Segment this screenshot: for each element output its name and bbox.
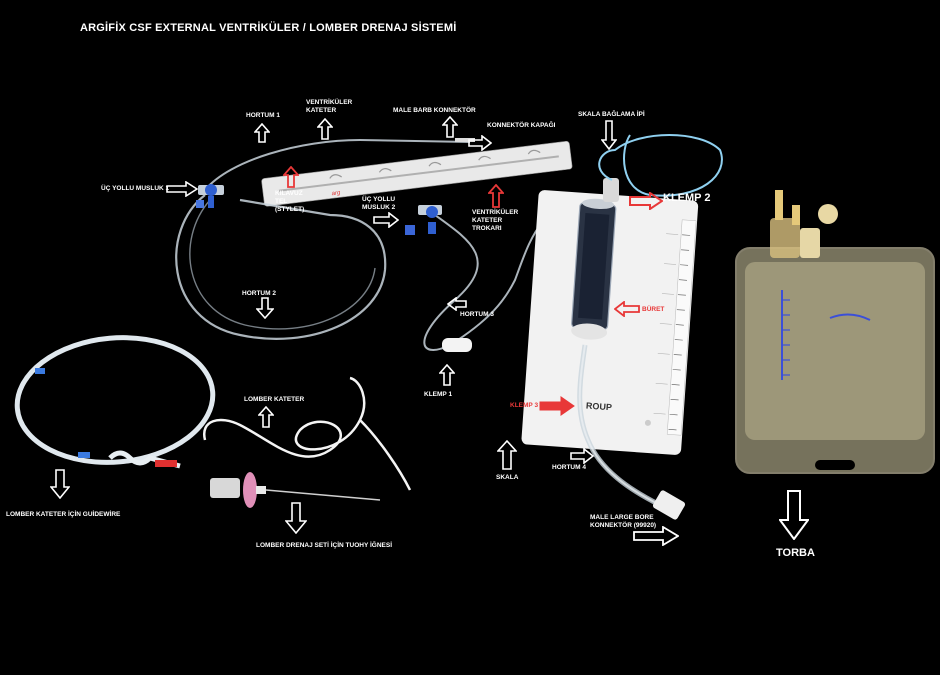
- three-way-stopcock-1: [196, 184, 224, 208]
- arrow-left-red-icon: [614, 301, 640, 317]
- label-hortum-3: HORTUM 3: [460, 311, 494, 318]
- label-catheter-trocar: VENTRİKÜLER KATETER TROKARI: [472, 209, 519, 232]
- arrow-up-icon: [497, 440, 517, 470]
- label-clamp-2: KLEMP 2: [663, 192, 711, 204]
- arrow-left-icon: [447, 297, 467, 311]
- clamp-1: [442, 338, 472, 352]
- arrow-down-icon: [285, 502, 307, 534]
- drainage-bag: [735, 190, 935, 474]
- svg-text:arg: arg: [331, 190, 341, 197]
- label-stylet: KILAVUZ TEL (STYLET): [275, 190, 305, 213]
- label-male-barb-connector: MALE BARB KONNEKTÖR: [393, 107, 476, 114]
- label-guidewire: LOMBER KATETER İÇİN GUİDEWİRE: [6, 511, 121, 518]
- arrow-up-icon: [442, 116, 458, 138]
- arrow-right-icon: [570, 448, 594, 464]
- guidewire-loop: [14, 335, 216, 469]
- arrow-right-icon: [633, 526, 679, 546]
- arrow-up-icon: [439, 364, 455, 386]
- arrow-right-icon: [166, 181, 198, 197]
- arrow-up-red-icon: [283, 166, 299, 188]
- arrow-up-icon: [317, 118, 333, 140]
- scale-hanging-cord: [598, 134, 723, 197]
- label-hortum-1: HORTUM 1: [246, 112, 280, 119]
- arrow-down-icon: [601, 120, 617, 150]
- tube-hortum-1: [204, 138, 471, 191]
- tuohy-needle: [210, 472, 381, 508]
- arrow-up-icon: [258, 406, 274, 428]
- label-tuohy-needle: LOMBER DRENAJ SETİ İÇİN TUOHY İĞNESİ: [256, 542, 393, 549]
- label-hortum-2: HORTUM 2: [242, 290, 276, 297]
- arrow-up-icon: [254, 123, 270, 143]
- arrow-right-red-filled-icon: [539, 396, 575, 416]
- label-hortum-4: HORTUM 4: [552, 464, 586, 471]
- label-stopcock-2: ÜÇ YOLLU MUSLUK 2: [362, 196, 396, 211]
- male-large-bore-connector: [652, 490, 686, 520]
- arrow-right-icon: [373, 212, 399, 228]
- tube-hortum-2: [175, 194, 387, 340]
- page-title: ARGİFİX CSF EXTERNAL VENTRİKÜLER / LOMBE…: [80, 22, 457, 34]
- burette-top-connector: [603, 178, 619, 202]
- arrow-right-icon: [468, 135, 492, 151]
- label-burette: BÜRET: [642, 306, 665, 313]
- device-brand-text: ROUP: [586, 401, 613, 413]
- label-connector-cap: KONNEKTÖR KAPAĞI: [487, 122, 556, 129]
- label-clamp-1: KLEMP 1: [424, 391, 453, 398]
- label-male-large-bore-connector: MALE LARGE BORE KONNEKTÖR (99920): [590, 514, 657, 529]
- arrow-right-red-icon: [629, 192, 663, 210]
- arrow-down-icon: [779, 490, 809, 540]
- lumbar-catheter: [203, 376, 366, 458]
- arrow-up-red-icon: [488, 184, 504, 208]
- label-stopcock-1: ÜÇ YOLLU MUSLUK 1: [101, 185, 170, 192]
- arrow-down-icon: [256, 297, 274, 319]
- scale-board: ROUP: [521, 190, 699, 455]
- label-lumbar-catheter: LOMBER KATETER: [244, 396, 305, 403]
- arrow-down-icon: [50, 469, 70, 499]
- label-scale-cord: SKALA BAĞLAMA İPİ: [578, 111, 645, 118]
- three-way-stopcock-2: [405, 205, 442, 235]
- label-bag: TORBA: [776, 547, 815, 559]
- ventricular-catheter-tray: arg: [261, 141, 573, 207]
- label-scale: SKALA: [496, 474, 519, 481]
- label-clamp-3: KLEMP 3: [510, 402, 539, 409]
- label-ventricular-catheter: VENTRİKÜLER KATETER: [306, 99, 353, 114]
